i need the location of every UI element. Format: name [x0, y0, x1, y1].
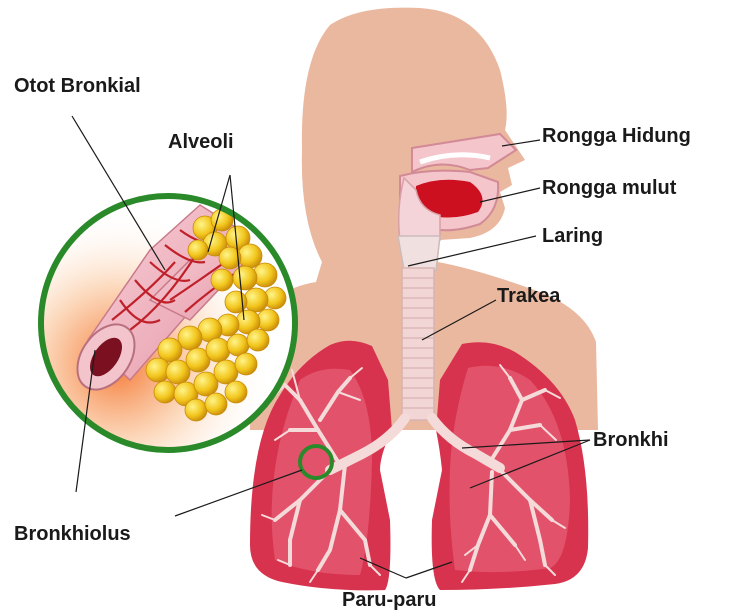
label-rongga-hidung: Rongga Hidung [542, 125, 691, 147]
label-paru-paru: Paru-paru [342, 589, 436, 611]
label-bronkhi: Bronkhi [593, 429, 669, 451]
label-otot-bronkial: Otot Bronkial [14, 75, 141, 97]
trachea-shape [402, 268, 434, 420]
label-laring: Laring [542, 225, 603, 247]
label-alveoli: Alveoli [168, 131, 234, 153]
label-rongga-mulut: Rongga mulut [542, 177, 677, 199]
label-trakea: Trakea [497, 285, 561, 307]
label-bronkhiolus: Bronkhiolus [14, 523, 131, 545]
